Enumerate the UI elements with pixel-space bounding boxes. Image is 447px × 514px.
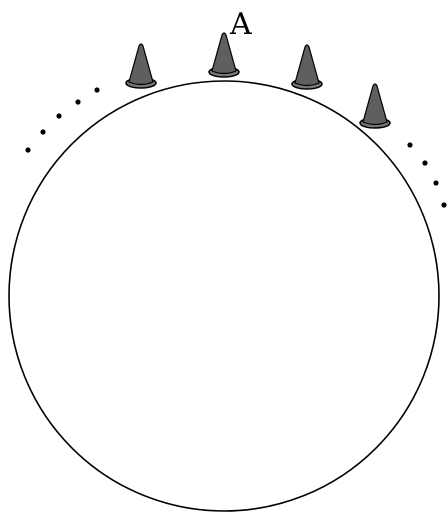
main-circle	[9, 81, 439, 511]
ellipsis-dot	[75, 99, 80, 104]
cone-icon	[360, 84, 390, 128]
ellipsis-dot	[94, 87, 99, 92]
ellipsis-dot	[433, 180, 438, 185]
cone-icon	[126, 44, 156, 88]
point-a-label: A	[229, 7, 252, 42]
ellipsis-dot	[441, 202, 446, 207]
cone-icon	[292, 45, 322, 89]
continuation-dots	[25, 87, 446, 207]
ellipsis-dot	[422, 160, 427, 165]
ellipsis-dot	[25, 147, 30, 152]
cone-body	[363, 84, 387, 125]
ellipsis-dot	[407, 142, 412, 147]
ellipsis-dot	[40, 129, 45, 134]
cone-group	[126, 33, 390, 128]
cone-body	[295, 45, 319, 86]
ellipsis-dot	[56, 113, 61, 118]
cone-body	[129, 44, 153, 85]
